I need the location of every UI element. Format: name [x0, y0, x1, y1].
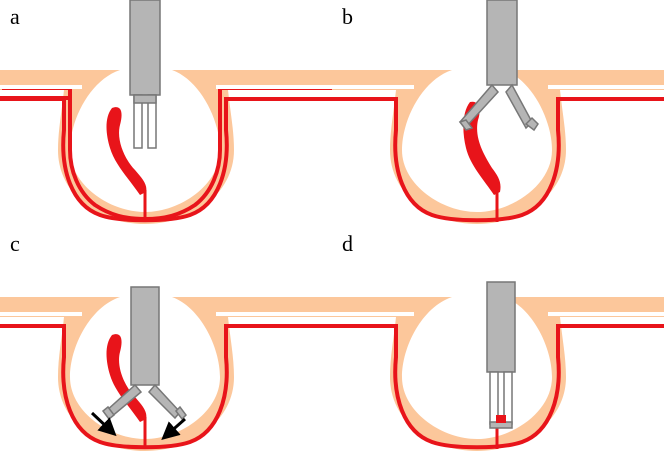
red-outer-wall — [0, 85, 332, 223]
panel-a: a — [0, 0, 332, 227]
red-outer-wall — [332, 312, 664, 450]
panel-label-d: d — [342, 231, 353, 256]
red-outer-wall — [332, 85, 664, 223]
panel-label-b: b — [342, 4, 353, 29]
panel-c-drawing — [0, 286, 332, 451]
bleeding-vessel-icon — [106, 107, 147, 195]
panel-d-drawing — [332, 281, 664, 451]
clip-applier-icon — [458, 0, 539, 132]
clip-applier-icon — [486, 281, 516, 429]
tissue-wall — [332, 297, 664, 451]
panel-c: c — [0, 227, 332, 454]
panel-b-drawing — [332, 0, 664, 224]
tissue-wall — [332, 70, 664, 224]
tissue-wall — [0, 297, 332, 451]
panel-a-drawing — [0, 0, 332, 224]
red-outer-wall — [0, 312, 332, 450]
panel-label-a: a — [10, 4, 20, 29]
clipped-vessel — [496, 415, 506, 423]
clip-applier-icon — [101, 286, 187, 421]
panel-b: b — [332, 0, 664, 227]
tissue-wall — [0, 70, 332, 224]
panel-label-c: c — [10, 231, 20, 256]
bleeding-vessel-icon — [463, 101, 501, 195]
clip-applier-icon — [129, 0, 161, 149]
panel-d: d — [332, 227, 664, 454]
closing-arrow-icon — [90, 411, 117, 437]
bleeding-vessel-icon — [106, 334, 147, 422]
closing-arrow-icon — [161, 417, 186, 440]
